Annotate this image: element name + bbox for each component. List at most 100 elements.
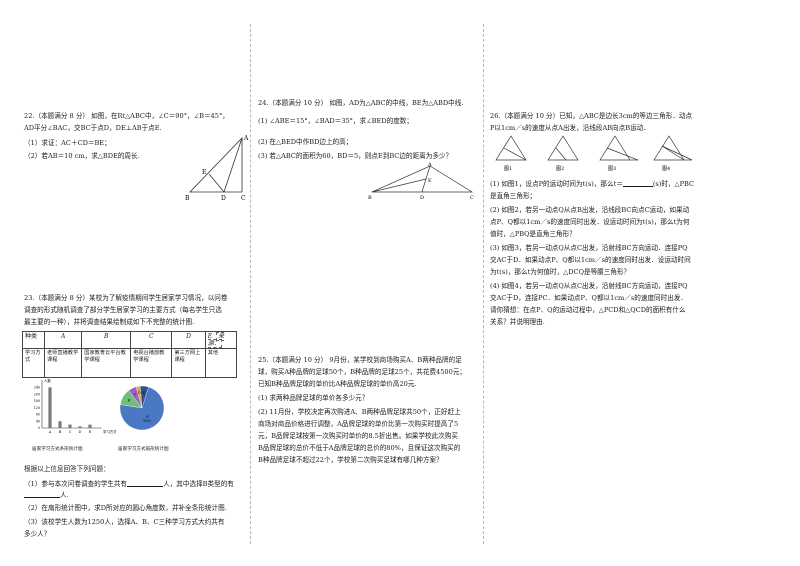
q22-triangle-figure: A E B D C (185, 135, 249, 202)
bar-x-tick-E: E (89, 430, 92, 434)
bar-x-tick-D: D (79, 430, 82, 434)
q23-survey-table: 种类 A B C D E 来源： 学习方式 老师直播教学课程 国家教育云平台教学… (21, 331, 238, 378)
q26-p4-4: 关系？并说明理由. (490, 318, 545, 326)
q23-p1b: 人，其中选择B类型的有 (163, 480, 234, 488)
table-header-kind: 种类 (21, 331, 46, 349)
table-cell-B: 国家教育云平台教学课程 (81, 348, 132, 378)
q26-p3-1: (3) 如图3，若另一动点Q从点C出发，沿射线BC方向运动．连接PQ (490, 244, 688, 252)
q23-p3b: 多少人？ (24, 530, 51, 538)
bar-E (88, 424, 92, 428)
bar-x-tick-B: B (59, 430, 62, 434)
fig4-caption: 图4 (662, 166, 670, 172)
q24-label-C: C (470, 195, 474, 200)
q22-label-B: B (185, 195, 190, 202)
pie-slice-E (140, 385, 149, 409)
answer-blank-3[interactable] (622, 178, 653, 187)
fig2-caption: 图2 (556, 166, 564, 172)
answer-blank-2[interactable] (24, 489, 60, 498)
q22-label-C: C (241, 195, 246, 202)
q26-p3-2: 交AC于D．如果动点P、Q都以1cm／s的速度同时出发．设运动时间 (490, 256, 691, 264)
fig1-caption: 图1 (504, 166, 512, 172)
q26-p4-1: (4) 如图4，若另一动点Q从点C出发，沿射线BC方向运动，连接PQ (490, 282, 688, 290)
q24-part2: (2) 在△BED中作BD边上的高； (258, 138, 353, 146)
q23-p1: （1）参与本次问卷调查的学生共有人，其中选择B类型的有 (24, 478, 234, 490)
q23-line1: 23.（本题满分 8 分）某校为了解疫情期间学生居家学习情况，以问卷 (24, 294, 228, 302)
bar-y-tick-0: 0 (38, 426, 40, 430)
q24-label-D: D (420, 195, 424, 200)
q26-p2-3: 值时，△PBQ是直角三角形？ (490, 230, 576, 238)
q26-p4-2: 交AC于D，连接PC．如果动点P、Q都以1cm／s的速度同时出发． (490, 294, 688, 302)
pie-label-B: B (127, 398, 130, 402)
table-cell-A: 老师直播教学课程 (44, 348, 83, 378)
q26-line1: 26.（本题满分 10 分）已知，△ABC是边长3cm的等边三角形．动点 (490, 112, 693, 120)
q26-p2-1: (2) 如图2，若另一动点Q从点B出发，沿线段BC向点C运动，如果动 (490, 206, 690, 214)
pie-label-D: D (138, 391, 141, 395)
table-cell-D: 第三方网上课程 (171, 348, 206, 378)
table-cell-C: 电视台播放教学课程 (130, 348, 173, 378)
q23-p2: （2）在扇形统计图中，求D所对应的圆心角度数，并补全条形统计图. (24, 504, 227, 512)
bar-y-tick-4: 160 (34, 399, 40, 403)
q26-p2-2: 点P、Q都以1cm／s的速度同时出发．设运动时间为t(s)，那么t为何 (490, 218, 690, 226)
bar-x-tick-C: C (69, 430, 72, 434)
bar-y-tick-1: 40 (36, 419, 40, 423)
column-left: 22.（本题满分 8 分） 如图，在Rt△ABC中，∠C＝90°，∠B＝45°，… (21, 0, 249, 566)
q26-p1b: (s)时，△PBC (652, 180, 695, 188)
table-header-E-label: E (207, 333, 213, 340)
q24-triangle-figure: A E B D C (368, 162, 474, 200)
q25-part2-2: 商场对商品价格进行调整，A品牌足球的单价比第一次购买时提高了5 (258, 420, 459, 428)
bar-B (58, 421, 62, 428)
q26-p4-3: 请你猜想：在点P、Q的运动过程中，△PCD和△QCD的面积有什么 (490, 306, 686, 314)
q24-part1: (1) ∠ABE＝15°，∠BAD＝35°，求∠BED的度数； (258, 117, 413, 125)
q24-line1: 24.（本题满分 10 分） 如图，AD为△ABC的中线，BE为△ABD中线. (258, 99, 464, 107)
bar-D (78, 426, 82, 428)
column-divider-2 (483, 24, 484, 544)
pie-percent-A: 80% (143, 419, 152, 423)
bar-chart-caption: 居家学习方式条形统计图 (32, 447, 83, 452)
fig3-caption: 图3 (608, 166, 616, 172)
q23-line2: 调查的形式随机调查了部分学生居家学习的主要方式（每名学生只选 (24, 306, 222, 314)
q26-p1c: 是直角三角形； (490, 192, 537, 200)
table-header-D: D (171, 331, 206, 349)
q25-part2-4: B品牌足球的总价不低于A品牌足球的总价的80%，且保证这次购买的 (258, 444, 461, 452)
q25-line1: 25.（本题满分 10 分） 9月份，某学校到商场购买A、B两种品牌的足 (258, 356, 462, 364)
q25-part2-5: B种品牌足球不超过22个，学校第二次购买足球有哪几种方案？ (258, 456, 443, 464)
bar-y-label: 人数 (44, 378, 51, 383)
q23-p1c: 人. (60, 491, 69, 499)
q26-p1a: (1) 如图1，设点P的运动时间为t(s)，那么t＝ (490, 180, 623, 188)
q24-label-A: A (427, 162, 432, 168)
pie-chart-caption: 居家学习方式扇形统计图 (118, 447, 169, 452)
bar-A (48, 387, 52, 428)
bar-x-label: 学习方式 (103, 429, 116, 434)
bar-y-tick-3: 120 (34, 406, 40, 410)
q24-label-B: B (368, 195, 372, 200)
pie-label-C: C (134, 392, 137, 396)
bar-y-tick-5: 200 (34, 392, 40, 396)
q22-line2: AD平分∠BAC，交BC于点D，DE⊥AB于点E. (24, 124, 162, 132)
pie-label-A: A (145, 415, 149, 419)
table-source-tag: 来源： (207, 332, 225, 348)
q25-line2: 球，购买A种品牌的足球50个，B种品牌的足球25个，共花费4500元； (258, 368, 467, 376)
q25-part2-3: 元，B品牌足球按第一次购买时单价的8.5折出售。如果学校此次购买 (258, 432, 458, 440)
bar-x-tick-A: A (48, 430, 52, 434)
bar-y-tick-2: 80 (36, 413, 40, 417)
answer-blank-1[interactable] (127, 478, 164, 487)
q24-part3: (3) 若△ABC的面积为60，BD＝5，则点E到BC边的距离为多少？ (258, 152, 453, 160)
q26-figures: 图1 图2 图3 图4 (495, 135, 693, 172)
q23-after: 根据以上信息回答下列问题： (24, 465, 110, 473)
q23-p3a: （3）该校学生人数为1250人，选择A、B、C三种学习方式大约共有 (24, 518, 225, 526)
q26-line2: P以1cm／s的速度从点A出发，沿线段AB向点B运动． (490, 124, 650, 132)
table-header-C: C (130, 331, 173, 349)
bar-y-tick-6: 240 (34, 386, 40, 390)
pie-slice-A (119, 386, 165, 431)
table-row-label: 学习方式 (21, 348, 46, 378)
table-header-A: A (44, 331, 83, 349)
q23-p1-cont: 人. (24, 489, 69, 501)
q24-label-E: E (428, 178, 432, 184)
table-header-E: E 来源： (204, 331, 238, 349)
column-divider-1 (250, 24, 251, 544)
column-middle: 24.（本题满分 10 分） 如图，AD为△ABC的中线，BE为△ABD中线. … (258, 0, 480, 566)
bar-C (68, 424, 72, 428)
table-header-B: B (81, 331, 132, 349)
